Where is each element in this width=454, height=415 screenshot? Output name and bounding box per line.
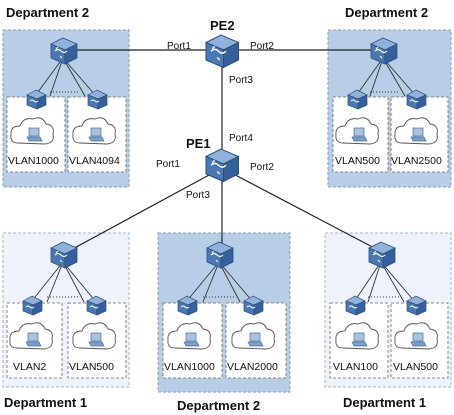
vlan-label: VLAN500 (393, 361, 438, 373)
vlan-label: VLAN2500 (391, 155, 442, 167)
pe1-port1-label: Port1 (156, 159, 180, 170)
link-pe1-dept-left (66, 167, 223, 253)
switch-icon (206, 241, 234, 269)
switch-icon (50, 241, 78, 269)
pe1-port2-label: Port2 (250, 162, 274, 173)
link-pe1-dept-right (221, 167, 383, 253)
vlan-label: VLAN4094 (69, 155, 120, 167)
pe1-port4-label: Port4 (229, 133, 253, 144)
vlan-label: VLAN2 (13, 361, 46, 373)
switch-icon (370, 37, 398, 65)
department-title: Department 1 (343, 395, 426, 410)
pe2-switch-icon (205, 34, 240, 69)
ellipsis-dots (47, 91, 400, 298)
switch-icon (50, 37, 78, 65)
vlan-label: VLAN1000 (8, 155, 59, 167)
switch-icon (368, 241, 396, 269)
department-title: Department 2 (6, 5, 89, 20)
department-title: Department 2 (177, 398, 260, 413)
pe1-switch-icon (205, 148, 240, 183)
access-links (30, 57, 417, 303)
vlan-label: VLAN2000 (227, 361, 278, 373)
pe2-port3-label: Port3 (229, 75, 253, 86)
department-title: Department 1 (4, 395, 87, 410)
pe1-port3-label: Port3 (186, 190, 210, 201)
vlan-label: VLAN1000 (164, 361, 215, 373)
pe2-port2-label: Port2 (250, 41, 274, 52)
vlan-label: VLAN500 (69, 361, 114, 373)
pe1-label: PE1 (186, 136, 211, 151)
vlan-label: VLAN500 (335, 155, 380, 167)
department-title: Department 2 (345, 5, 428, 20)
pe2-port1-label: Port1 (167, 41, 191, 52)
pe2-label: PE2 (210, 18, 235, 33)
vlan-label: VLAN100 (333, 361, 378, 373)
